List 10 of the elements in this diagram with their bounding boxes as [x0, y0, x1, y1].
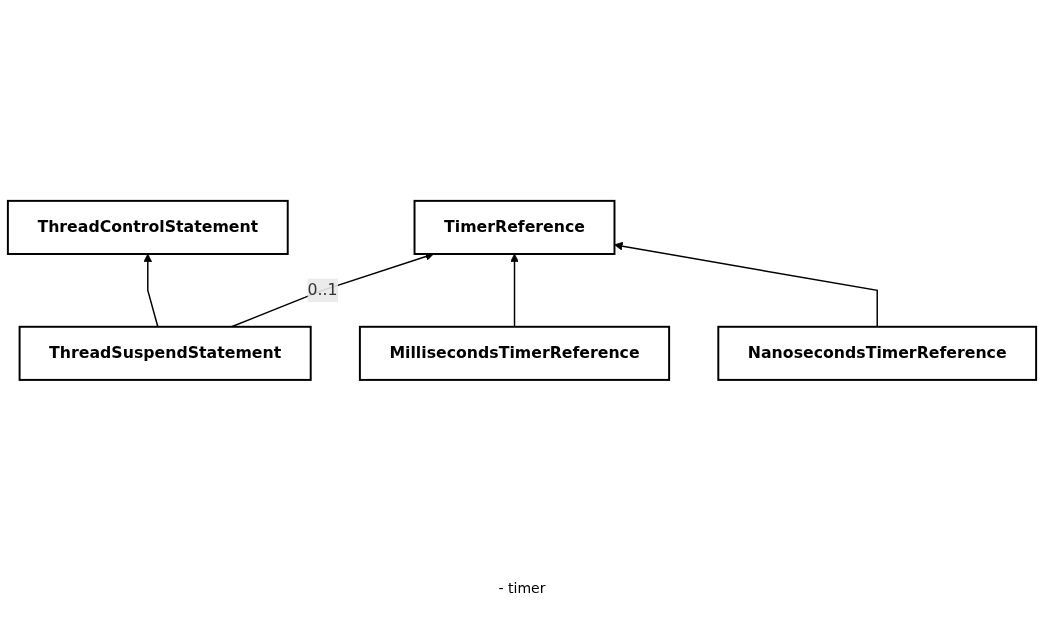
role-name: - timer [498, 580, 546, 596]
arrow [614, 241, 878, 328]
node-box: MillisecondsTimerReference [358, 325, 671, 381]
edge-label: 0..1 [307, 280, 338, 299]
node-box: ThreadControlStatement [6, 199, 289, 255]
arrow [143, 253, 159, 328]
arrow [510, 253, 519, 328]
node-box: ThreadSuspendStatement [18, 325, 312, 381]
node-box: NanosecondsTimerReference [717, 325, 1038, 381]
node-box: TimerReference [413, 199, 616, 255]
